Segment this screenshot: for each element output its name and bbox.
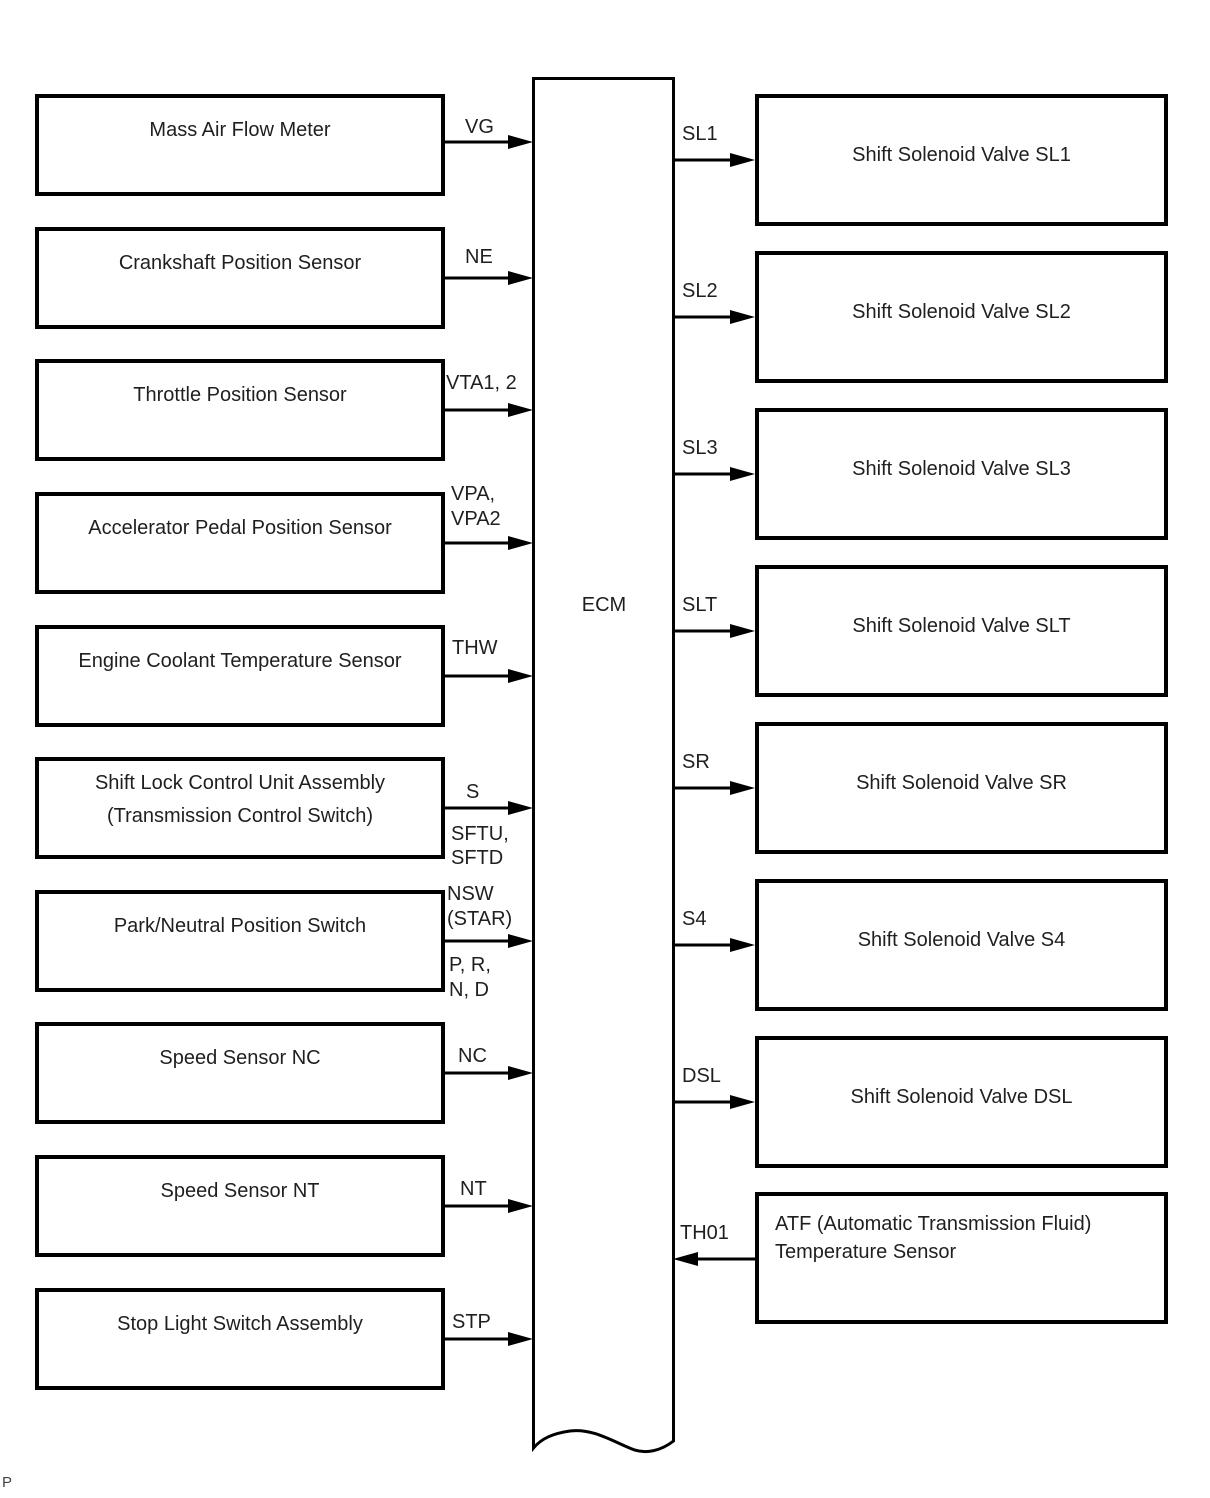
signal-label-sl2: SL2 xyxy=(682,280,718,302)
signal-label-nsw-star: NSW (STAR) xyxy=(447,883,513,930)
signal-label-s4: S4 xyxy=(682,908,707,930)
arrow-ne xyxy=(445,271,533,285)
input-box-shift-lock-control-unit: Shift Lock Control Unit Assembly (Transm… xyxy=(35,757,445,859)
arrow-vg xyxy=(445,135,533,149)
signal-label-dsl: DSL xyxy=(682,1065,721,1087)
arrow-nt xyxy=(445,1199,533,1213)
signal-label-sl1: SL1 xyxy=(682,123,718,145)
arrow-nsw xyxy=(445,934,533,948)
arrow-vta xyxy=(445,403,533,417)
arrow-slt xyxy=(675,624,755,638)
signal-label-thw: THW xyxy=(452,637,498,659)
arrow-s4 xyxy=(675,938,755,952)
arrow-vpa xyxy=(445,536,533,550)
input-box-speed-sensor-nc: Speed Sensor NC xyxy=(35,1022,445,1124)
input-box-speed-sensor-nt: Speed Sensor NT xyxy=(35,1155,445,1257)
arrow-th01 xyxy=(673,1252,755,1266)
output-box-shift-solenoid-valve-s4: Shift Solenoid Valve S4 xyxy=(755,879,1168,1011)
output-box-atf-temperature-sensor: ATF (Automatic Transmission Fluid) Tempe… xyxy=(755,1192,1168,1324)
signal-label-sl3: SL3 xyxy=(682,437,718,459)
arrow-nc xyxy=(445,1066,533,1080)
ecm-label: ECM xyxy=(581,594,627,616)
signal-label-ne: NE xyxy=(465,246,493,268)
ecm-column-shape xyxy=(532,77,675,1454)
arrow-s xyxy=(445,801,533,815)
input-box-stop-light-switch-assembly: Stop Light Switch Assembly xyxy=(35,1288,445,1390)
output-box-shift-solenoid-valve-sr: Shift Solenoid Valve SR xyxy=(755,722,1168,854)
arrow-sr xyxy=(675,781,755,795)
signal-label-vg: VG xyxy=(465,116,494,138)
input-box-crankshaft-position-sensor: Crankshaft Position Sensor xyxy=(35,227,445,329)
signal-label-vpa: VPA, VPA2 xyxy=(451,483,501,530)
output-box-shift-solenoid-valve-slt: Shift Solenoid Valve SLT xyxy=(755,565,1168,697)
signal-label-sr: SR xyxy=(682,751,710,773)
output-box-shift-solenoid-valve-sl1: Shift Solenoid Valve SL1 xyxy=(755,94,1168,226)
output-box-shift-solenoid-valve-sl3: Shift Solenoid Valve SL3 xyxy=(755,408,1168,540)
output-box-shift-solenoid-valve-sl2: Shift Solenoid Valve SL2 xyxy=(755,251,1168,383)
signal-label-stp: STP xyxy=(452,1311,491,1333)
arrow-stp xyxy=(445,1332,533,1346)
input-box-park-neutral-position-switch: Park/Neutral Position Switch xyxy=(35,890,445,992)
arrow-sl1 xyxy=(675,153,755,167)
page-marker: P xyxy=(2,1474,13,1491)
input-box-mass-air-flow-meter: Mass Air Flow Meter xyxy=(35,94,445,196)
input-arrows xyxy=(445,135,533,1346)
input-box-engine-coolant-temperature-sensor: Engine Coolant Temperature Sensor xyxy=(35,625,445,727)
input-box-throttle-position-sensor: Throttle Position Sensor xyxy=(35,359,445,461)
output-arrows xyxy=(673,153,755,1266)
arrow-dsl xyxy=(675,1095,755,1109)
signal-label-nt: NT xyxy=(460,1178,487,1200)
signal-label-nc: NC xyxy=(458,1045,487,1067)
arrow-thw xyxy=(445,669,533,683)
signal-label-th01: TH01 xyxy=(680,1222,729,1244)
signal-label-prnd: P, R, N, D xyxy=(449,954,491,1001)
output-box-shift-solenoid-valve-dsl: Shift Solenoid Valve DSL xyxy=(755,1036,1168,1168)
input-box-accelerator-pedal-position-sensor: Accelerator Pedal Position Sensor xyxy=(35,492,445,594)
arrow-sl2 xyxy=(675,310,755,324)
signal-label-sftu-sftd: SFTU, SFTD xyxy=(451,823,509,869)
signal-label-s: S xyxy=(466,781,480,803)
signal-label-vta: VTA1, 2 xyxy=(446,372,517,394)
arrow-sl3 xyxy=(675,467,755,481)
signal-label-slt: SLT xyxy=(682,594,718,616)
